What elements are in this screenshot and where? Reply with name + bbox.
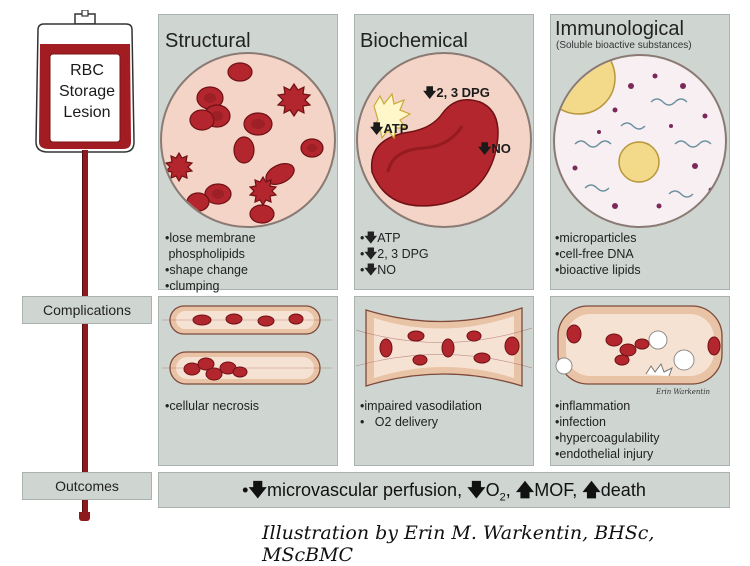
structural-vessels [162,300,334,395]
list-item: •🡇ATP [360,231,401,245]
outcome-o2: O [485,480,500,500]
list-item: •cell-free DNA [555,247,634,261]
immunological-bullets: •microparticles •cell-free DNA •bioactiv… [555,230,641,278]
structural-complication-bullets: •cellular necrosis [165,398,259,414]
outcome-o2-subscript: 2 [499,491,506,504]
down-arrow-icon: 🡇 [248,480,267,500]
list-item: •hypercoagulability [555,431,660,445]
immunological-subtitle: (Soluble bioactive substances) [556,40,692,51]
blood-bag [30,9,140,160]
outcomes-panel: •🡇microvascular perfusion, 🡇O2, 🡅MOF, 🡅d… [158,472,730,508]
illustration-credit: Illustration by Erin M. Warkentin, BHSc,… [262,522,655,566]
biochemical-title: Biochemical [360,30,468,52]
immunological-complication-bullets: •inflammation •infection •hypercoagulabi… [555,398,659,462]
down-arrow-icon: 🡇 [478,141,492,156]
bag-label-line-3: Lesion [63,104,111,121]
down-arrow-icon: 🡇 [370,121,384,136]
bag-tube [82,150,88,520]
list-item: •lose membrane [165,231,256,245]
up-arrow-icon: 🡅 [515,480,535,500]
structural-bullets: •lose membrane phospholipids •shape chan… [165,230,256,294]
atp-label: 🡇ATP [370,120,408,142]
outcome-mof: MOF, [534,480,583,500]
biochemical-circle [356,52,532,228]
list-item: •inflammation [555,399,631,413]
up-arrow-icon: 🡅 [582,480,601,500]
dpg-label: 🡇2, 3 DPG [423,84,490,106]
list-item: •🡇NO [360,263,396,277]
list-item: •microparticles [555,231,637,245]
outcome-separator: , [505,480,516,500]
biochemical-complication-bullets: •impaired vasodilation • O2 delivery [360,398,482,430]
list-item: •endothelial injury [555,447,654,461]
artist-signature: Erin Warkentin [656,388,710,396]
list-item: •cellular necrosis [165,399,260,413]
immunological-circle [553,54,727,228]
no-label: 🡇NO [478,140,511,162]
down-arrow-icon: 🡇 [364,247,378,261]
structural-circle [160,52,336,228]
immunological-title: Immunological [555,18,684,40]
list-item: •shape change [165,263,248,277]
list-item: • O2 delivery [360,415,439,429]
down-arrow-icon: 🡇 [364,231,378,245]
outcomes-label: Outcomes [22,472,152,500]
down-arrow-icon: 🡇 [423,85,437,100]
bag-label-line-2: Storage [58,83,116,100]
structural-title: Structural [165,30,251,52]
bag-label-line-1: RBC [70,62,104,79]
complications-label: Complications [22,296,152,324]
outcomes-label-text: Outcomes [55,478,119,494]
bag-label: RBC Storage Lesion [52,60,122,123]
outcome-death: death [600,480,646,500]
list-item: phospholipids [168,247,245,261]
list-item: •clumping [165,279,220,293]
biochemical-vessel [355,300,533,395]
complications-label-text: Complications [43,302,131,318]
down-arrow-icon: 🡇 [467,480,486,500]
immunological-vessel [552,300,728,392]
biochemical-bullets: •🡇ATP •🡇2, 3 DPG •🡇NO [360,230,429,278]
list-item: •🡇2, 3 DPG [360,247,429,261]
list-item: •bioactive lipids [555,263,641,277]
outcome-perfusion: microvascular perfusion, [267,480,468,500]
list-item: •infection [555,415,606,429]
list-item: •impaired vasodilation [360,399,482,413]
bag-tube-tip [79,512,90,521]
down-arrow-icon: 🡇 [364,263,378,277]
